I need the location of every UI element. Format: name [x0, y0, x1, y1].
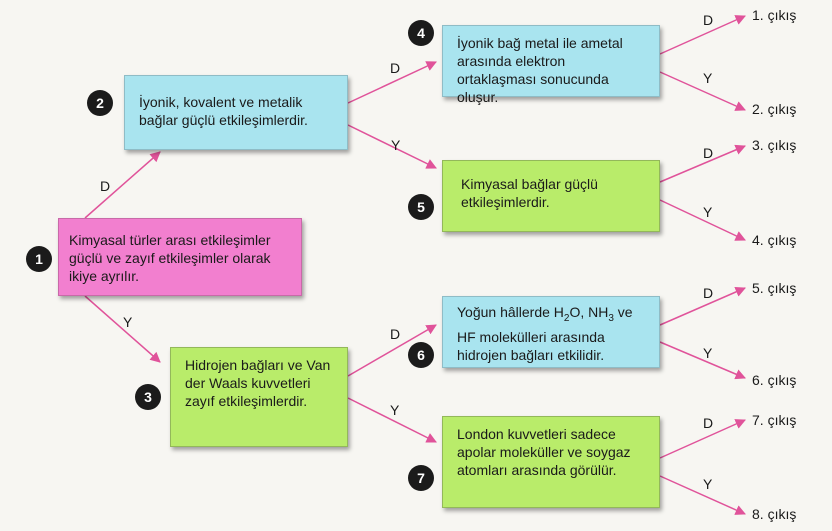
output-8: 8. çıkış [752, 506, 797, 522]
node-1-text: Kimyasal türler arası etkileşimler güçlü… [69, 232, 271, 284]
edge-3-6 [347, 324, 437, 377]
edge-2-5 [347, 124, 437, 169]
edge-label-1-2: D [100, 178, 111, 194]
edge-4-out2 [659, 71, 746, 111]
node-7-badge: 7 [408, 465, 434, 491]
node-1: Kimyasal türler arası etkileşimler güçlü… [58, 218, 302, 296]
edge-6-out5 [659, 286, 746, 326]
output-5: 5. çıkış [752, 280, 797, 296]
node-2-text: İyonik, kovalent ve metalik bağlar güçlü… [139, 94, 308, 128]
edge-3-7 [347, 397, 437, 443]
edge-6-out6 [659, 341, 746, 380]
node-6-text: Yoğun hâllerde H2O, NH3 ve HF moleküller… [457, 304, 633, 363]
node-7-text: London kuvvetleri sadece apolar moleküll… [457, 426, 631, 478]
edge-label-2-4: D [390, 60, 401, 76]
edge-label-3-6: D [390, 326, 401, 342]
edge-label-7-out7: D [703, 415, 714, 431]
output-4: 4. çıkış [752, 232, 797, 248]
node-7: London kuvvetleri sadece apolar moleküll… [442, 416, 660, 508]
edge-label-1-3: Y [123, 314, 133, 330]
edge-1-2 [84, 151, 161, 219]
output-1: 1. çıkış [752, 7, 797, 23]
node-6-badge: 6 [408, 342, 434, 368]
node-3-badge: 3 [135, 384, 161, 410]
edge-label-6-out6: Y [703, 345, 713, 361]
edge-label-5-out4: Y [703, 204, 713, 220]
node-4-badge: 4 [408, 20, 434, 46]
node-5-text: Kimyasal bağlar güçlü etkileşimlerdir. [461, 176, 598, 210]
edge-2-4 [347, 61, 437, 104]
node-5: Kimyasal bağlar güçlü etkileşimlerdir. [442, 160, 660, 232]
edge-5-out3 [659, 144, 746, 183]
edge-4-out1 [659, 15, 746, 55]
edge-7-out7 [659, 419, 746, 459]
node-2: İyonik, kovalent ve metalik bağlar güçlü… [124, 75, 348, 150]
node-6: Yoğun hâllerde H2O, NH3 ve HF moleküller… [442, 296, 660, 368]
node-1-badge: 1 [26, 246, 52, 272]
edge-label-2-5: Y [391, 137, 401, 153]
edge-label-6-out5: D [703, 285, 714, 301]
output-2: 2. çıkış [752, 101, 797, 117]
output-3: 3. çıkış [752, 137, 797, 153]
edge-label-4-out2: Y [703, 70, 713, 86]
edge-label-5-out3: D [703, 145, 714, 161]
output-7: 7. çıkış [752, 412, 797, 428]
edge-7-out8 [659, 475, 746, 515]
node-4: İyonik bağ metal ile ametal arasında ele… [442, 25, 660, 105]
node-4-text: İyonik bağ metal ile ametal arasında ele… [457, 35, 623, 105]
edge-label-4-out1: D [703, 12, 714, 28]
output-6: 6. çıkış [752, 372, 797, 388]
node-5-badge: 5 [408, 194, 434, 220]
edge-1-3 [84, 295, 161, 363]
node-2-badge: 2 [87, 90, 113, 116]
edge-label-3-7: Y [390, 402, 400, 418]
node-3: Hidrojen bağları ve Van der Waals kuvvet… [170, 347, 348, 447]
edge-label-7-out8: Y [703, 476, 713, 492]
edge-5-out4 [659, 199, 746, 241]
node-3-text: Hidrojen bağları ve Van der Waals kuvvet… [185, 357, 331, 409]
